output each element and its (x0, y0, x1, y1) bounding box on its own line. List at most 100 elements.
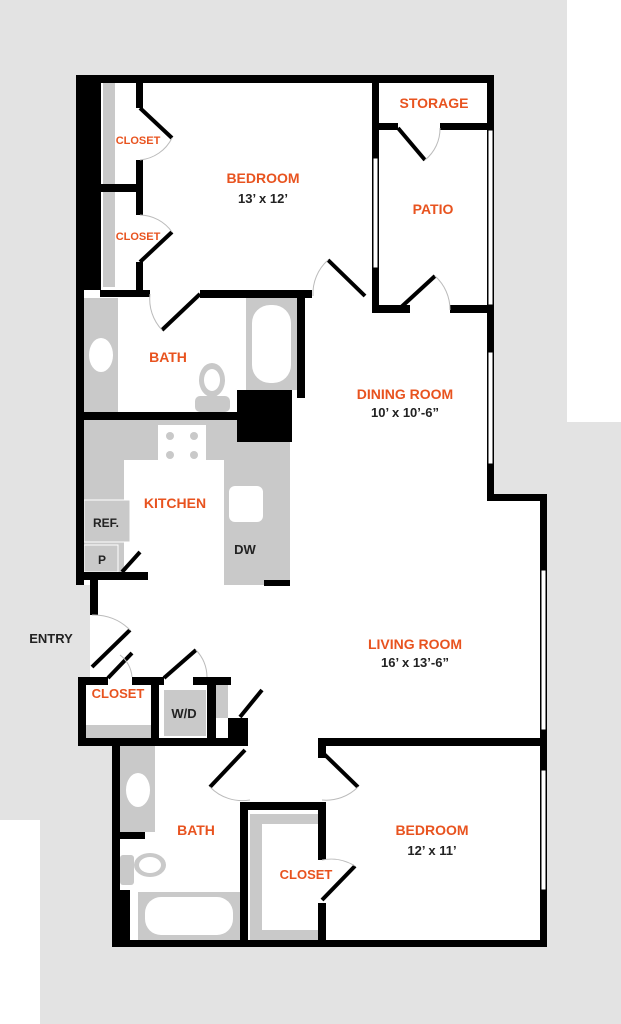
door-leaf (238, 688, 264, 719)
door-patio[interactable] (396, 274, 451, 312)
toilet-bowl (204, 369, 220, 391)
door-swing (424, 127, 441, 161)
wall (112, 738, 120, 947)
closet2-label: CLOSET (116, 231, 161, 243)
wall (136, 160, 143, 215)
window (487, 351, 494, 465)
wall (487, 494, 547, 501)
bedroom1-label: BEDROOM (226, 170, 299, 186)
door-leaf (396, 274, 437, 312)
tub-basin (252, 305, 291, 383)
stove-burner (190, 451, 198, 459)
wall (440, 123, 493, 130)
door-leaf (208, 748, 247, 789)
wall (76, 75, 494, 83)
entry-label: ENTRY (29, 631, 73, 646)
door-entry-closet[interactable] (106, 651, 134, 680)
washer-dryer (164, 690, 206, 736)
wall (78, 677, 86, 746)
wall (78, 677, 108, 685)
doors (90, 106, 451, 902)
stove-burner (166, 432, 174, 440)
bedroom1-size: 13’ x 12’ (238, 191, 288, 206)
wall (112, 832, 145, 839)
door-leaf (106, 651, 134, 680)
door-closet1[interactable] (138, 106, 174, 161)
wall (100, 184, 140, 192)
window (487, 129, 494, 306)
door-leaf (90, 628, 132, 669)
door-bedroom1[interactable] (312, 258, 367, 298)
door-swing (195, 649, 208, 678)
linen-shelf (216, 682, 228, 718)
door-linen[interactable] (238, 688, 264, 719)
door-leaf (138, 106, 174, 140)
closet3-label: CLOSET (280, 867, 333, 882)
sink-icon (89, 338, 113, 372)
door-closet2[interactable] (138, 214, 174, 264)
wall (100, 290, 150, 297)
door-closet3[interactable] (320, 858, 357, 902)
door-bath1[interactable] (149, 292, 202, 332)
wall (297, 290, 305, 398)
wall (240, 802, 326, 810)
entry-closet-label: CLOSET (92, 686, 145, 701)
toilet-tank (120, 855, 134, 885)
door-swing (321, 858, 356, 867)
closet1-label: CLOSET (116, 135, 161, 147)
door-pantry[interactable] (120, 550, 142, 574)
wall (200, 290, 312, 298)
windows (372, 129, 547, 891)
kitchen-sink-icon (229, 486, 263, 522)
wall (136, 83, 143, 108)
living-room-label: LIVING ROOM (368, 636, 462, 652)
door-wd[interactable] (162, 648, 208, 680)
door-swing (139, 137, 173, 161)
wall (318, 738, 326, 758)
door-entry[interactable] (90, 614, 132, 669)
door-swing (434, 275, 451, 311)
door-swing (321, 786, 359, 801)
living-room-size: 16’ x 13’-6” (381, 655, 449, 670)
wall (151, 677, 159, 746)
toilet-bowl (139, 857, 161, 873)
door-swing (312, 259, 329, 297)
bath1-label: BATH (149, 349, 187, 365)
door-bedroom2[interactable] (320, 750, 360, 801)
wall (318, 903, 326, 947)
fixtures (83, 83, 318, 940)
door-swing (119, 654, 133, 678)
door-swing (209, 786, 251, 802)
toilet-tank (195, 396, 230, 412)
bath2-label: BATH (177, 822, 215, 838)
door-leaf (396, 126, 427, 162)
wall (207, 677, 216, 746)
door-leaf (320, 750, 360, 789)
wall (237, 390, 292, 442)
wall (76, 75, 84, 585)
door-leaf (160, 292, 202, 332)
door-swing (91, 614, 131, 631)
dishwasher-label: DW (234, 542, 256, 557)
wall (228, 718, 248, 746)
door-storage[interactable] (396, 126, 441, 162)
wall (136, 262, 143, 297)
stove-icon (158, 425, 206, 465)
closet-floor (262, 824, 318, 930)
door-leaf (320, 864, 357, 902)
wall (264, 580, 290, 586)
door-swing (139, 214, 173, 233)
patio-label: PATIO (413, 201, 454, 217)
bedroom2-label: BEDROOM (395, 822, 468, 838)
refrigerator-label: REF. (93, 516, 119, 530)
door-bath2[interactable] (208, 748, 251, 802)
window (540, 769, 547, 891)
wall (372, 123, 398, 130)
stove-burner (190, 432, 198, 440)
door-swing (149, 293, 163, 331)
pantry-label: P (98, 553, 106, 567)
wall (76, 412, 241, 420)
wall (76, 572, 148, 580)
